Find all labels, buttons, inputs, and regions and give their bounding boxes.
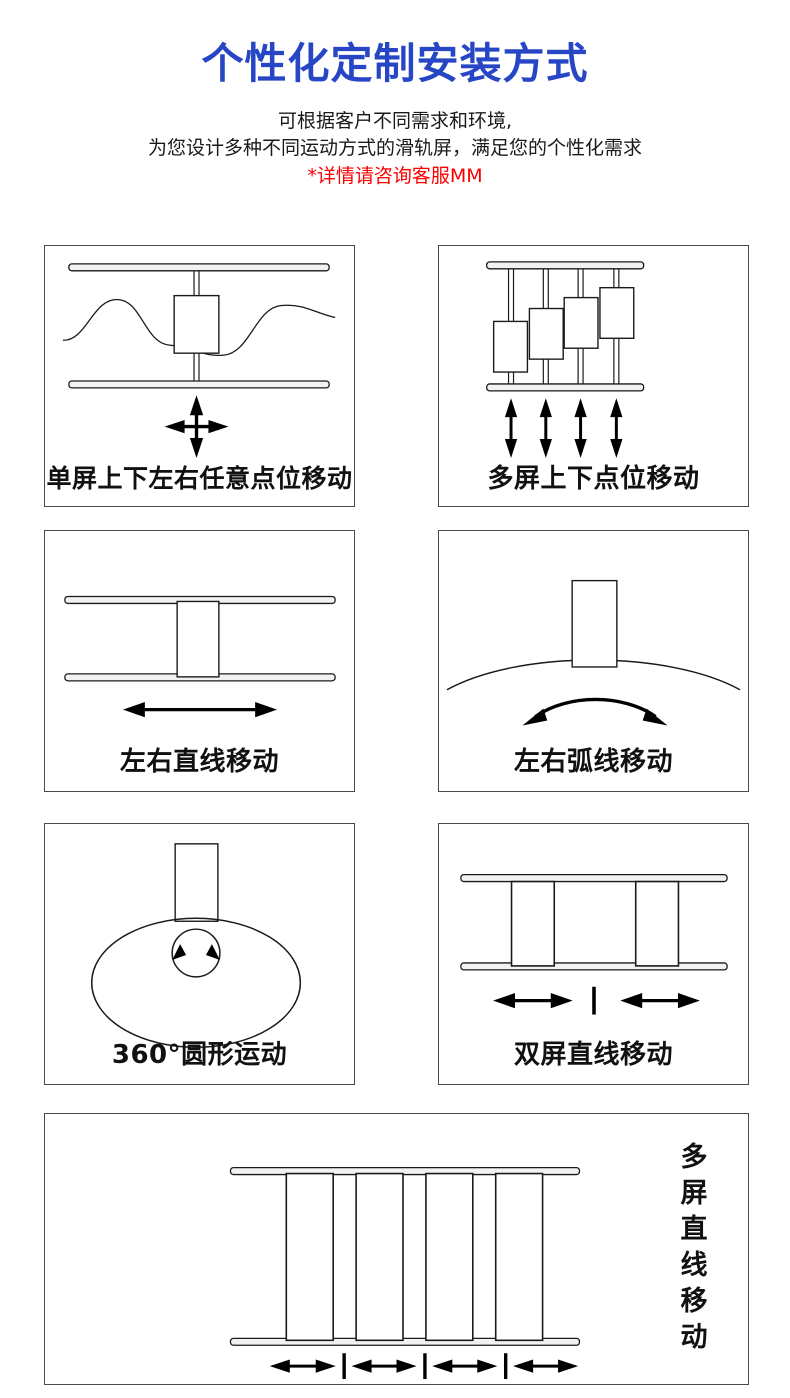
diagram-circular-360 bbox=[45, 824, 354, 1084]
screen-panel-4 bbox=[494, 1172, 544, 1342]
diagram-horizontal-arc bbox=[439, 531, 748, 791]
screen-panel bbox=[176, 600, 220, 678]
subtitle-line-1: 可根据客户不同需求和环境, bbox=[277, 110, 513, 132]
arrow-head-right bbox=[642, 708, 668, 726]
card-dual-screen-linear[interactable]: 双屏直线移动 bbox=[438, 823, 749, 1085]
card-label-vertical: 多屏直线移动 bbox=[680, 1142, 708, 1353]
left-right-arrow-2 bbox=[351, 1359, 417, 1373]
card-label: 双屏直线移动 bbox=[513, 1040, 673, 1070]
diagram-horizontal-linear bbox=[45, 531, 354, 791]
arrow-head-cw bbox=[205, 944, 220, 960]
arrow-head-left bbox=[522, 708, 548, 726]
arrow-head-right bbox=[208, 419, 229, 434]
top-rail bbox=[486, 261, 645, 270]
screen-panel-1 bbox=[492, 320, 529, 373]
arrow-head-down bbox=[189, 438, 204, 458]
left-right-arrow-4 bbox=[513, 1359, 579, 1373]
ellipse-rail bbox=[90, 917, 302, 1049]
card-label: 左右直线移动 bbox=[119, 747, 279, 777]
screen-panel-2 bbox=[528, 307, 564, 360]
screen-panel-3 bbox=[425, 1172, 474, 1342]
card-label: 单屏上下左右任意点位移动 bbox=[46, 464, 353, 493]
card-label: 多屏上下点位移动 bbox=[487, 464, 700, 494]
screen-panel-3 bbox=[563, 296, 599, 349]
diagram-multi-screen-linear bbox=[45, 1114, 748, 1384]
left-right-arrow-2 bbox=[620, 992, 700, 1009]
left-right-arrow-3 bbox=[432, 1359, 498, 1373]
diagram-svg bbox=[460, 873, 728, 1015]
screen-panel bbox=[174, 843, 219, 922]
left-right-arrow-1 bbox=[269, 1359, 336, 1373]
diagram-svg bbox=[64, 595, 336, 718]
diagram-svg bbox=[229, 1166, 581, 1380]
subtitle-line-2: 为您设计多种不同运动方式的滑轨屏，满足您的个性化需求 bbox=[147, 137, 642, 159]
header: 个性化定制安装方式 可根据客户不同需求和环境, 为您设计多种不同运动方式的滑轨屏… bbox=[0, 0, 790, 190]
arrow-head-left bbox=[122, 701, 145, 718]
screen-panel bbox=[173, 294, 220, 354]
bottom-rail bbox=[460, 962, 728, 971]
diagram-dual-screen-linear bbox=[439, 824, 748, 1084]
card-horizontal-linear[interactable]: 左右直线移动 bbox=[44, 530, 355, 792]
card-single-screen-free-point[interactable]: 单屏上下左右任意点位移动 bbox=[44, 245, 355, 507]
page-title: 个性化定制安装方式 bbox=[201, 39, 589, 88]
card-multi-screen-vertical[interactable]: 多屏上下点位移动 bbox=[438, 245, 749, 507]
screen-panel-4 bbox=[599, 286, 635, 339]
up-down-arrow-1 bbox=[504, 398, 518, 458]
screen-panel-2 bbox=[634, 880, 680, 967]
arrow-head-up bbox=[189, 395, 204, 416]
left-right-arrow-1 bbox=[493, 992, 573, 1009]
left-right-arrow bbox=[122, 701, 278, 718]
card-label: 360°圆形运动 bbox=[111, 1040, 288, 1070]
arrow-head-ccw bbox=[172, 944, 187, 960]
four-way-arrow bbox=[164, 395, 229, 458]
screen-panel-1 bbox=[285, 1172, 334, 1342]
card-label: 左右弧线移动 bbox=[513, 747, 673, 777]
screen-panel bbox=[571, 579, 618, 668]
top-rail bbox=[460, 873, 728, 883]
bottom-rail bbox=[68, 380, 330, 389]
diagram-svg bbox=[62, 263, 336, 458]
up-down-arrow-4 bbox=[610, 398, 623, 458]
card-horizontal-arc[interactable]: 左右弧线移动 bbox=[438, 530, 749, 792]
bottom-rail bbox=[486, 383, 645, 392]
curved-double-arrow bbox=[522, 697, 668, 726]
up-down-arrow-group bbox=[504, 398, 623, 458]
diagram-svg bbox=[486, 261, 645, 458]
diagram-multi-screen-vertical bbox=[439, 246, 748, 506]
diagram-svg bbox=[90, 843, 302, 1049]
subtitle-note: *详情请咨询客服MM bbox=[307, 165, 483, 187]
rotation-circle-arrow bbox=[171, 928, 221, 978]
screen-panel-1 bbox=[510, 880, 556, 967]
top-rail bbox=[68, 263, 330, 272]
screen-panel-2 bbox=[355, 1172, 404, 1342]
arrow-head-right bbox=[255, 701, 278, 718]
arrow-head-left bbox=[164, 419, 185, 434]
card-circular-360[interactable]: 360°圆形运动 bbox=[44, 823, 355, 1085]
diagram-single-screen-free-point bbox=[45, 246, 354, 506]
up-down-arrow-3 bbox=[574, 398, 587, 458]
card-multi-screen-linear[interactable]: 多屏直线移动 bbox=[44, 1113, 749, 1385]
diagram-svg bbox=[446, 579, 741, 726]
up-down-arrow-2 bbox=[539, 398, 552, 458]
subtitle-block: 可根据客户不同需求和环境, 为您设计多种不同运动方式的滑轨屏，满足您的个性化需求… bbox=[0, 108, 790, 190]
